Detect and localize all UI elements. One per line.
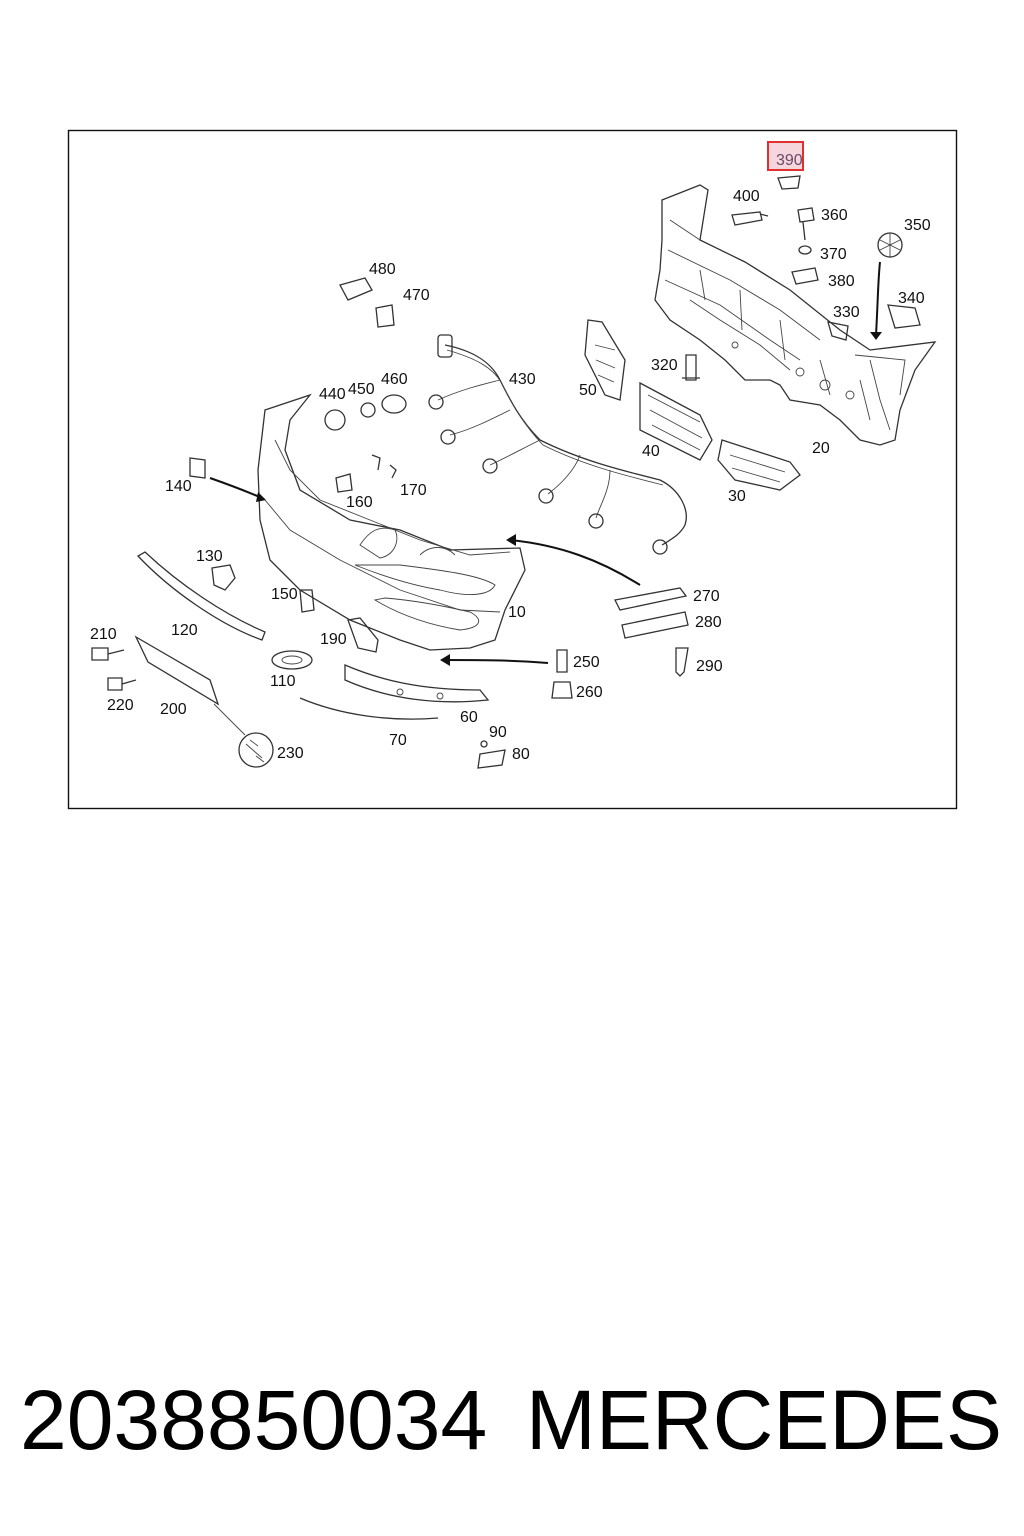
part-label[interactable]: 90 (489, 724, 507, 741)
part-label[interactable]: 430 (509, 371, 536, 388)
part-label[interactable]: 360 (821, 207, 848, 224)
part-label[interactable]: 60 (460, 709, 478, 726)
part-label[interactable]: 380 (828, 273, 855, 290)
part-label[interactable]: 400 (733, 188, 760, 205)
part-label[interactable]: 250 (573, 654, 600, 671)
part-label[interactable]: 210 (90, 626, 117, 643)
part-number: 2038850034 (20, 1373, 488, 1467)
part-label[interactable]: 450 (348, 381, 375, 398)
part-label[interactable]: 120 (171, 622, 198, 639)
part-label[interactable]: 460 (381, 371, 408, 388)
part-label[interactable]: 50 (579, 382, 597, 399)
part-label[interactable]: 80 (512, 746, 530, 763)
part-label[interactable]: 20 (812, 440, 830, 457)
part-label[interactable]: 200 (160, 701, 187, 718)
part-label[interactable]: 320 (651, 357, 678, 374)
part-label[interactable]: 150 (271, 586, 298, 603)
assembly-arrows (209, 261, 882, 666)
part-label[interactable]: 170 (400, 482, 427, 499)
highlight-box-390 (767, 141, 804, 171)
part-label[interactable]: 280 (695, 614, 722, 631)
part-label[interactable]: 230 (277, 745, 304, 762)
bumper-carrier-illustration (654, 184, 937, 446)
wiring-harness-illustration (428, 334, 687, 555)
part-label[interactable]: 10 (508, 604, 526, 621)
part-labels: 390 400 360 350 370 380 330 340 480 470 … (90, 152, 931, 763)
part-label[interactable]: 190 (320, 631, 347, 648)
diagram-frame (67, 129, 958, 810)
caption: 2038850034 MERCEDES (0, 1370, 1024, 1470)
brand-name: MERCEDES (525, 1373, 1002, 1467)
part-label[interactable]: 220 (107, 697, 134, 714)
part-label[interactable]: 340 (898, 290, 925, 307)
sensor-illustrations (189, 277, 407, 493)
part-label[interactable]: 260 (576, 684, 603, 701)
part-label[interactable]: 350 (904, 217, 931, 234)
part-label[interactable]: 30 (728, 488, 746, 505)
part-label[interactable]: 330 (833, 304, 860, 321)
part-label[interactable]: 140 (165, 478, 192, 495)
part-label[interactable]: 40 (642, 443, 660, 460)
part-label[interactable]: 130 (196, 548, 223, 565)
grille-illustrations (584, 319, 801, 491)
lower-parts-illustrations (91, 551, 506, 769)
part-label[interactable]: 110 (270, 673, 296, 690)
part-label[interactable]: 370 (820, 246, 847, 263)
fastener-illustrations-top (682, 175, 921, 381)
part-label[interactable]: 290 (696, 658, 723, 675)
part-label[interactable]: 70 (389, 732, 407, 749)
part-label[interactable]: 470 (403, 287, 430, 304)
part-label[interactable]: 440 (319, 386, 346, 403)
part-label[interactable]: 390 (776, 152, 803, 169)
bumper-cover-illustration (257, 393, 526, 651)
part-label[interactable]: 480 (369, 261, 396, 278)
right-parts-illustrations (551, 587, 689, 699)
part-label[interactable]: 160 (346, 494, 373, 511)
part-label[interactable]: 270 (693, 588, 720, 605)
